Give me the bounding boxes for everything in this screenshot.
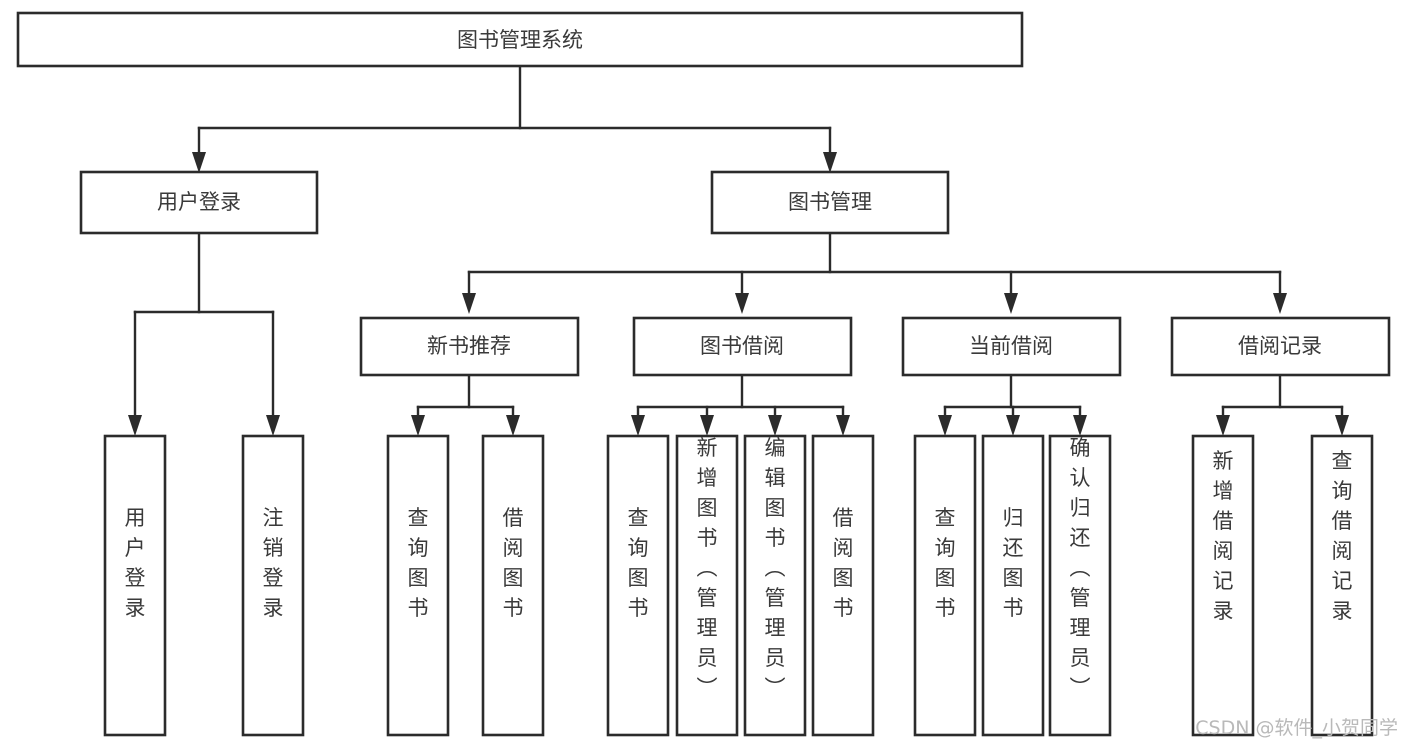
connector-group-root bbox=[192, 64, 837, 173]
node-leaf-query-book-1-label: 查询图书 bbox=[408, 506, 429, 620]
node-leaf-add-book-label: 新增图书︵管理员︶ bbox=[697, 436, 718, 700]
node-leaf-borrow-book-2-box[interactable] bbox=[811, 434, 875, 737]
connector-group-book-management bbox=[462, 231, 1287, 314]
node-borrow-record-label: 借阅记录 bbox=[1238, 334, 1322, 358]
leaf-group-user-login: 用户登录 注销登录 bbox=[103, 434, 305, 737]
node-new-book-recommend-label: 新书推荐 bbox=[427, 334, 511, 358]
node-leaf-query-book-1-box[interactable] bbox=[386, 434, 450, 737]
node-leaf-logout-login[interactable]: 注销登录 bbox=[241, 434, 305, 737]
node-current-borrow-box[interactable] bbox=[901, 316, 1122, 377]
connector-group-current-borrow bbox=[938, 373, 1087, 436]
node-leaf-add-book-box[interactable] bbox=[675, 434, 739, 737]
node-leaf-logout-login-box[interactable] bbox=[241, 434, 305, 737]
node-root[interactable]: 图书管理系统 bbox=[16, 11, 1024, 68]
node-leaf-query-book-3[interactable]: 查询图书 bbox=[913, 434, 977, 737]
node-leaf-add-record-label: 新增借阅记录 bbox=[1213, 449, 1234, 623]
node-current-borrow[interactable]: 当前借阅 bbox=[901, 316, 1122, 377]
node-leaf-borrow-book-1-label: 借阅图书 bbox=[503, 506, 524, 620]
node-leaf-confirm-return[interactable]: 确认归还︵管理员︶ bbox=[1048, 434, 1112, 737]
node-leaf-add-record[interactable]: 新增借阅记录 bbox=[1191, 434, 1255, 737]
node-leaf-add-book[interactable]: 新增图书︵管理员︶ bbox=[675, 434, 739, 737]
node-leaf-borrow-book-2[interactable]: 借阅图书 bbox=[811, 434, 875, 737]
node-leaf-return-book[interactable]: 归还图书 bbox=[981, 434, 1045, 737]
node-leaf-user-login-label: 用户登录 bbox=[125, 506, 146, 620]
connector-group-user-login bbox=[128, 231, 280, 436]
node-leaf-edit-book[interactable]: 编辑图书︵管理员︶ bbox=[743, 434, 807, 737]
node-borrow-record[interactable]: 借阅记录 bbox=[1170, 316, 1391, 377]
node-user-login-label: 用户登录 bbox=[157, 190, 241, 214]
node-leaf-return-book-label: 归还图书 bbox=[1003, 506, 1024, 620]
connector-group-new-book-recommend bbox=[411, 373, 520, 436]
node-leaf-user-login-box[interactable] bbox=[103, 434, 167, 737]
node-new-book-recommend-box[interactable] bbox=[359, 316, 580, 377]
leaf-group-current-borrow: 查询图书 归还图书 确认归还︵管理员︶ bbox=[913, 434, 1112, 737]
node-leaf-query-record-label: 查询借阅记录 bbox=[1332, 449, 1353, 623]
connector-group-book-borrow bbox=[631, 373, 850, 436]
node-leaf-query-book-3-label: 查询图书 bbox=[935, 506, 956, 620]
node-book-management-label: 图书管理 bbox=[788, 190, 872, 214]
leaf-group-new-book-recommend: 查询图书 借阅图书 bbox=[386, 434, 545, 737]
node-leaf-borrow-book-1-box[interactable] bbox=[481, 434, 545, 737]
node-leaf-logout-login-label: 注销登录 bbox=[263, 506, 284, 620]
leaf-group-book-borrow: 查询图书 新增图书︵管理员︶ 编辑图书︵管理员︶ 借阅图书 bbox=[606, 434, 875, 737]
node-leaf-query-book-2[interactable]: 查询图书 bbox=[606, 434, 670, 737]
node-book-borrow[interactable]: 图书借阅 bbox=[632, 316, 853, 377]
node-leaf-edit-book-label: 编辑图书︵管理员︶ bbox=[765, 436, 786, 700]
csdn-watermark: CSDN @软件_小贺同学 bbox=[1195, 717, 1398, 739]
node-leaf-query-book-3-box[interactable] bbox=[913, 434, 977, 737]
node-current-borrow-label: 当前借阅 bbox=[969, 334, 1053, 358]
node-leaf-edit-book-box[interactable] bbox=[743, 434, 807, 737]
node-leaf-add-record-box[interactable] bbox=[1191, 434, 1255, 737]
node-leaf-confirm-return-label: 确认归还︵管理员︶ bbox=[1070, 436, 1091, 700]
node-leaf-query-record-box[interactable] bbox=[1310, 434, 1374, 737]
node-leaf-query-book-2-box[interactable] bbox=[606, 434, 670, 737]
node-leaf-borrow-book-2-label: 借阅图书 bbox=[833, 506, 854, 620]
node-book-borrow-label: 图书借阅 bbox=[700, 334, 784, 358]
node-book-management-box[interactable] bbox=[710, 170, 950, 235]
node-new-book-recommend[interactable]: 新书推荐 bbox=[359, 316, 580, 377]
node-root-box[interactable] bbox=[16, 11, 1024, 68]
leaf-group-borrow-record: 新增借阅记录 查询借阅记录 bbox=[1191, 434, 1374, 737]
node-book-management[interactable]: 图书管理 bbox=[710, 170, 950, 235]
connector-group-borrow-record bbox=[1216, 373, 1349, 436]
node-user-login[interactable]: 用户登录 bbox=[79, 170, 319, 235]
node-book-borrow-box[interactable] bbox=[632, 316, 853, 377]
node-leaf-user-login[interactable]: 用户登录 bbox=[103, 434, 167, 737]
node-leaf-return-book-box[interactable] bbox=[981, 434, 1045, 737]
node-leaf-query-book-1[interactable]: 查询图书 bbox=[386, 434, 450, 737]
node-leaf-borrow-book-1[interactable]: 借阅图书 bbox=[481, 434, 545, 737]
node-leaf-query-book-2-label: 查询图书 bbox=[628, 506, 649, 620]
node-root-label: 图书管理系统 bbox=[457, 28, 583, 52]
node-leaf-confirm-return-box[interactable] bbox=[1048, 434, 1112, 737]
node-leaf-query-record[interactable]: 查询借阅记录 bbox=[1310, 434, 1374, 737]
node-user-login-box[interactable] bbox=[79, 170, 319, 235]
node-borrow-record-box[interactable] bbox=[1170, 316, 1391, 377]
